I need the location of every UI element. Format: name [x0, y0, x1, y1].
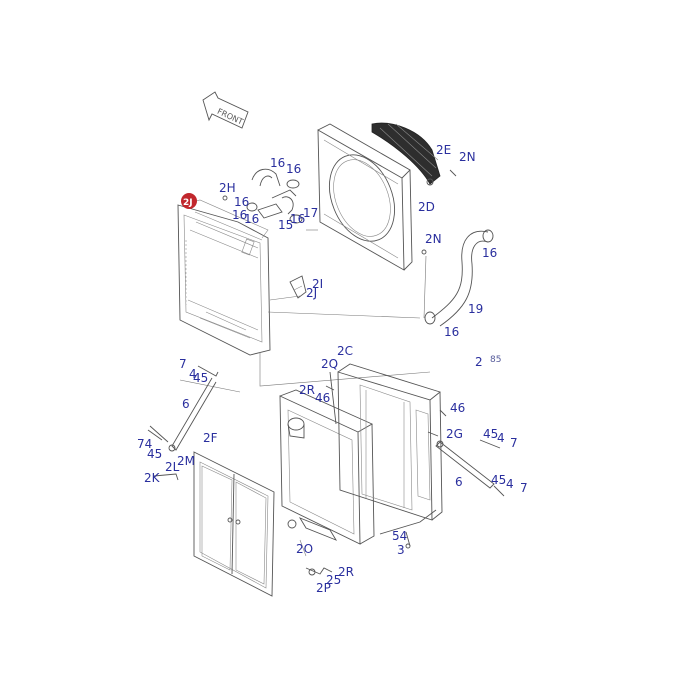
stay-rod-right	[427, 409, 505, 497]
callout-2k: 2K	[144, 471, 160, 485]
callout-2g: 2G	[446, 427, 463, 441]
callout-46: 46	[315, 391, 331, 405]
callout-2d: 2D	[418, 200, 435, 214]
radiator	[177, 199, 271, 356]
callout-46: 46	[450, 401, 466, 415]
oil-cooler-frame	[325, 363, 443, 535]
callout-2l: 2L	[165, 460, 180, 474]
callout-7: 7	[520, 481, 528, 495]
callout-6: 6	[182, 397, 190, 411]
front-arrow-label: FRONT	[216, 107, 245, 127]
callout-4: 4	[506, 477, 514, 491]
callout-2p: 2P	[316, 581, 331, 595]
fan-shroud	[317, 123, 413, 271]
callout-15: 15	[278, 218, 294, 232]
front-arrow-icon: FRONT	[202, 91, 249, 129]
callout-2n: 2N	[425, 232, 442, 246]
callout-6: 6	[455, 475, 463, 489]
lower-hose	[421, 229, 494, 327]
callout-2e: 2E	[436, 143, 452, 157]
callout-19: 19	[468, 302, 484, 316]
callout-16: 16	[286, 162, 302, 176]
callout-2c: 2C	[337, 344, 354, 358]
callout-3: 3	[397, 543, 405, 557]
callout-2h: 2H	[219, 181, 236, 195]
small-mark: 85	[490, 355, 502, 365]
callout-54: 54	[392, 529, 408, 543]
callout-45: 45	[147, 447, 163, 461]
callout-2m: 2M	[177, 454, 195, 468]
callout-16: 16	[290, 212, 306, 226]
reference-lines	[179, 229, 431, 393]
callout-2r: 2R	[338, 565, 354, 579]
upper-hoses	[222, 168, 303, 224]
side-panel	[193, 451, 275, 597]
fan-guard	[371, 122, 457, 186]
callout-45: 45	[483, 427, 499, 441]
callout-2f: 2F	[203, 431, 218, 445]
callout-2r: 2R	[299, 383, 315, 397]
callout-7: 7	[179, 357, 187, 371]
stay-rod-left	[147, 365, 219, 481]
callout-16: 16	[234, 195, 250, 209]
callout-45: 45	[193, 371, 209, 385]
highlight-marker: 2J	[181, 193, 197, 209]
bottom-hardware	[299, 531, 411, 576]
callout-74: 74	[137, 437, 153, 451]
callout-16: 16	[232, 208, 248, 222]
callout-16: 16	[244, 212, 260, 226]
callout-2q: 2Q	[321, 357, 339, 371]
callout-45: 45	[491, 473, 507, 487]
callout-7: 7	[510, 436, 518, 450]
callout-2j: 2J	[306, 286, 318, 300]
callout-17: 17	[303, 206, 319, 220]
callout-2o: 2O	[296, 542, 314, 556]
callout-25: 25	[326, 573, 342, 587]
callout-2i: 2I	[312, 277, 324, 291]
highlight-marker-label: 2J	[183, 198, 193, 208]
callout-16: 16	[482, 246, 498, 260]
bracket-2i	[289, 275, 307, 299]
callout-16: 16	[444, 325, 460, 339]
radiator-core	[279, 389, 375, 545]
callout-2n: 2N	[459, 150, 476, 164]
callout-16: 16	[270, 156, 286, 170]
callout-4: 4	[189, 367, 197, 381]
callout-4: 4	[497, 431, 505, 445]
callout-2: 2	[475, 355, 483, 369]
